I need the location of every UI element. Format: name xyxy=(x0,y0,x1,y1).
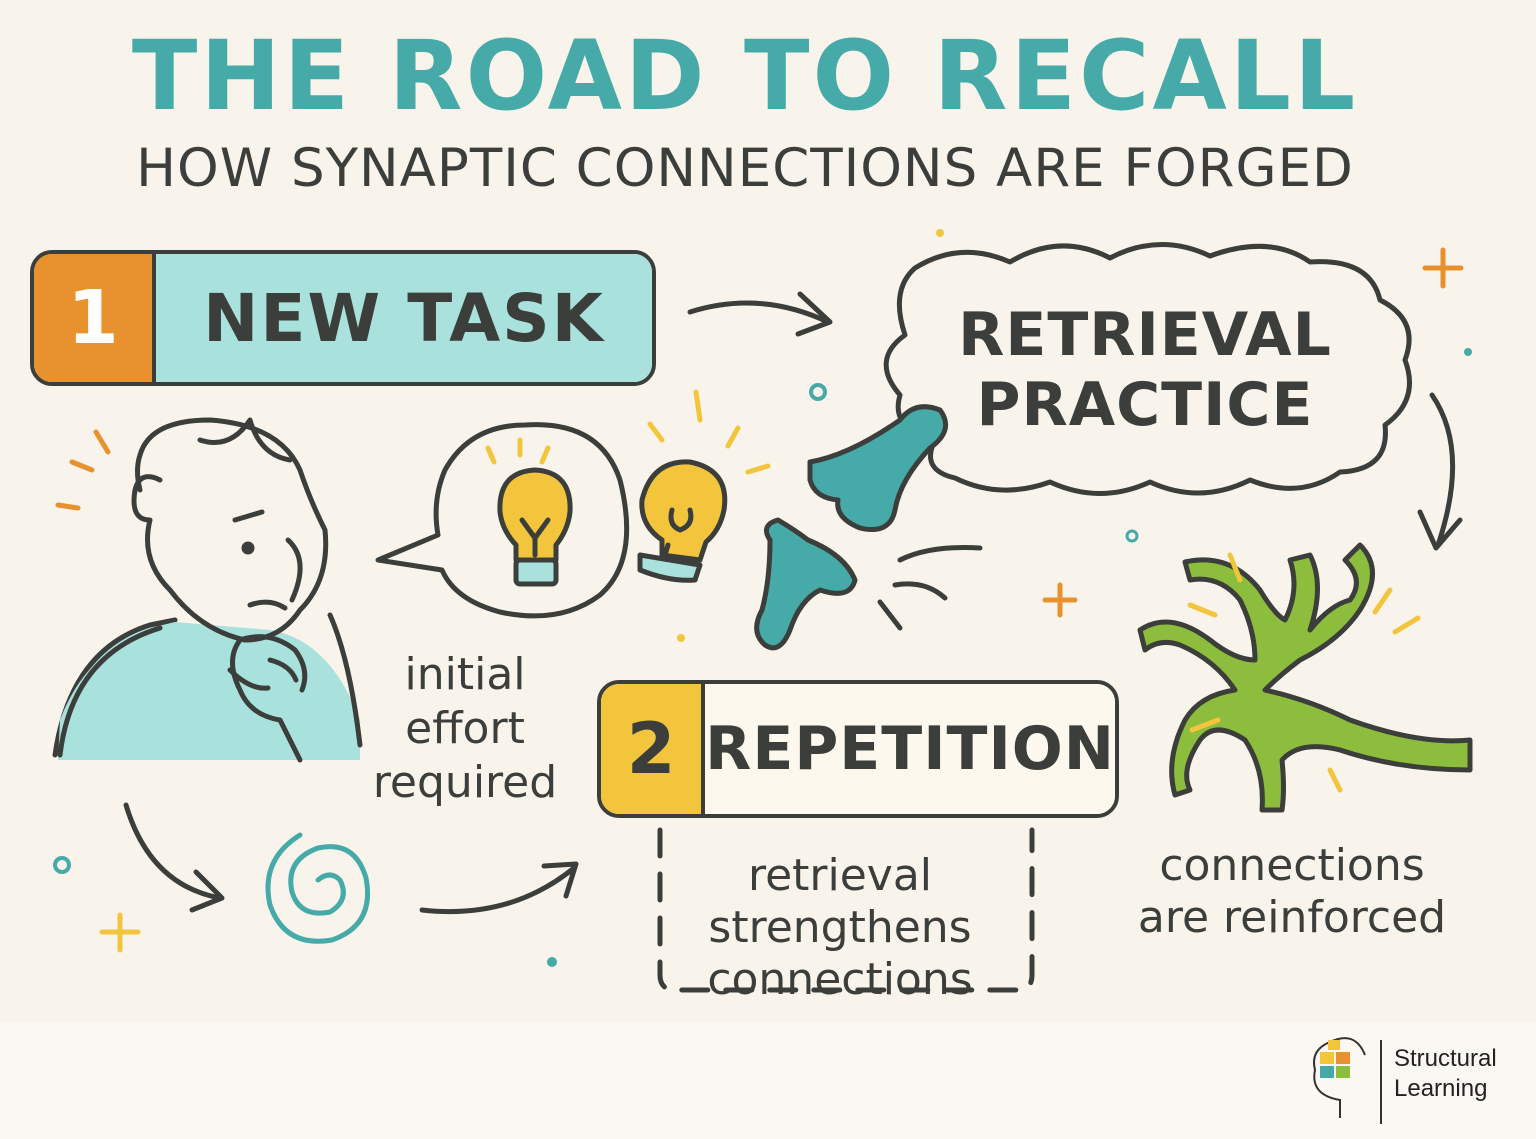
step-new-task: 1 NEW TASK xyxy=(30,250,656,386)
note-line: connections xyxy=(707,954,973,1005)
arrow-icon xyxy=(123,802,225,913)
retrieval-line: PRACTICE xyxy=(976,370,1314,440)
note-initial-effort: initial effort required xyxy=(350,648,580,810)
speech-bubble-icon xyxy=(375,422,630,619)
step-label: REPETITION xyxy=(705,684,1115,814)
retrieval-practice-label: RETRIEVAL PRACTICE xyxy=(930,300,1360,440)
spiral-icon xyxy=(265,832,371,944)
note-connections-reinforced: connections are reinforced xyxy=(1112,840,1472,944)
neuron-icon xyxy=(1137,542,1473,813)
decorative-sparkles xyxy=(53,247,1464,953)
page-title: THE ROAD TO RECALL xyxy=(131,20,1359,132)
decorative-dots xyxy=(547,229,1472,967)
logo-line: Learning xyxy=(1394,1075,1488,1102)
brand-logo-text: Structural Learning xyxy=(1394,1044,1497,1104)
lightbulb-icon xyxy=(497,467,573,587)
note-line: initial xyxy=(404,649,526,700)
repetition-bracket xyxy=(657,827,1035,993)
note-line: retrieval xyxy=(747,850,933,901)
note-line: connections xyxy=(1159,840,1425,891)
note-line: required xyxy=(372,757,558,808)
arrow-icon xyxy=(1417,392,1463,551)
brain-head-logo-icon xyxy=(1313,1037,1366,1118)
step-number-badge: 1 xyxy=(34,254,156,382)
logo-divider xyxy=(1380,1040,1382,1124)
logo-line: Structural xyxy=(1394,1045,1497,1072)
page-subtitle: HOW SYNAPTIC CONNECTIONS ARE FORGED xyxy=(136,138,1354,199)
retrieval-line: RETRIEVAL xyxy=(958,300,1332,370)
note-line: strengthens xyxy=(708,902,972,953)
note-line: effort xyxy=(405,703,525,754)
footer-band xyxy=(0,1022,1536,1139)
arrow-icon xyxy=(419,861,579,915)
step-label: NEW TASK xyxy=(156,254,652,382)
note-line: are reinforced xyxy=(1137,892,1447,943)
arrow-icon xyxy=(687,291,833,337)
step-repetition: 2 REPETITION xyxy=(597,680,1119,818)
synapse-icon xyxy=(754,404,983,651)
person-thinking-icon xyxy=(52,417,363,763)
step-number-badge: 2 xyxy=(601,684,706,814)
lightbulb-icon xyxy=(637,459,728,583)
note-retrieval-strengthens: retrieval strengthens connections xyxy=(660,850,1020,1006)
